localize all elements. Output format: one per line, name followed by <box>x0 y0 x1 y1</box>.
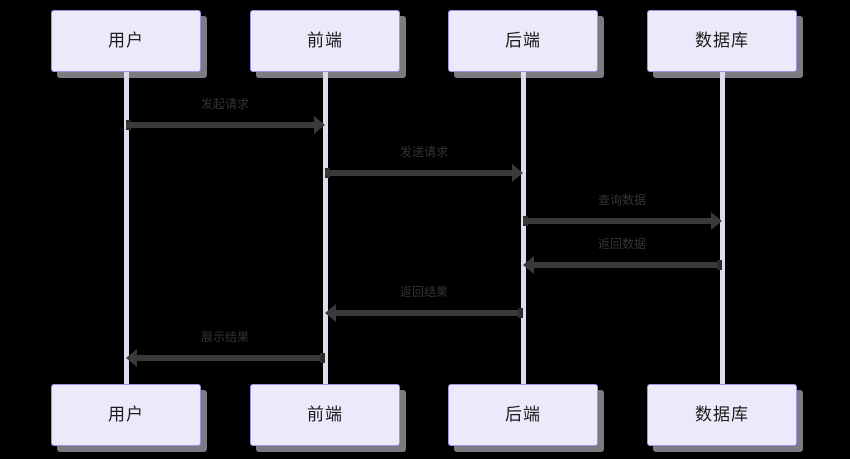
participant-label: 前端 <box>307 30 343 51</box>
message-label: 查询数据 <box>597 193 647 207</box>
message-line <box>126 122 314 128</box>
message-label: 展示结果 <box>200 330 250 344</box>
message-arrowhead-right <box>711 212 722 230</box>
participant-box-bottom-user[interactable]: 用户 <box>51 384 201 446</box>
participant-box-bottom-frontend[interactable]: 前端 <box>250 384 400 446</box>
participant-box-top-user[interactable]: 用户 <box>51 10 201 72</box>
participant-label: 用户 <box>108 404 144 425</box>
participant-box-top-database[interactable]: 数据库 <box>647 10 797 72</box>
message-arrowhead-left <box>523 256 534 274</box>
participant-box-top-frontend[interactable]: 前端 <box>250 10 400 72</box>
lifeline-backend <box>521 72 526 384</box>
message-line <box>523 218 711 224</box>
message-tail <box>518 308 523 318</box>
message-arrowhead-right <box>512 164 523 182</box>
lifeline-database <box>720 72 725 384</box>
message-label: 发送请求 <box>399 145 449 159</box>
lifeline-frontend <box>323 72 328 384</box>
message-line <box>325 170 512 176</box>
message-arrowhead-left <box>126 349 137 367</box>
message-line <box>137 355 325 361</box>
participant-box-bottom-backend[interactable]: 后端 <box>448 384 598 446</box>
message-line <box>534 262 722 268</box>
message-line <box>336 310 523 316</box>
participant-label: 后端 <box>505 30 541 51</box>
participant-label: 后端 <box>505 404 541 425</box>
participant-label: 前端 <box>307 404 343 425</box>
message-label: 返回结果 <box>399 285 449 299</box>
participant-label: 数据库 <box>695 404 749 425</box>
message-arrowhead-right <box>314 116 325 134</box>
participant-label: 数据库 <box>695 30 749 51</box>
participant-label: 用户 <box>108 30 144 51</box>
participant-box-top-backend[interactable]: 后端 <box>448 10 598 72</box>
message-label: 返回数据 <box>597 237 647 251</box>
message-arrowhead-left <box>325 304 336 322</box>
message-label: 发起请求 <box>200 97 250 111</box>
message-tail <box>717 260 722 270</box>
message-tail <box>320 353 325 363</box>
participant-box-bottom-database[interactable]: 数据库 <box>647 384 797 446</box>
lifeline-user <box>124 72 129 384</box>
